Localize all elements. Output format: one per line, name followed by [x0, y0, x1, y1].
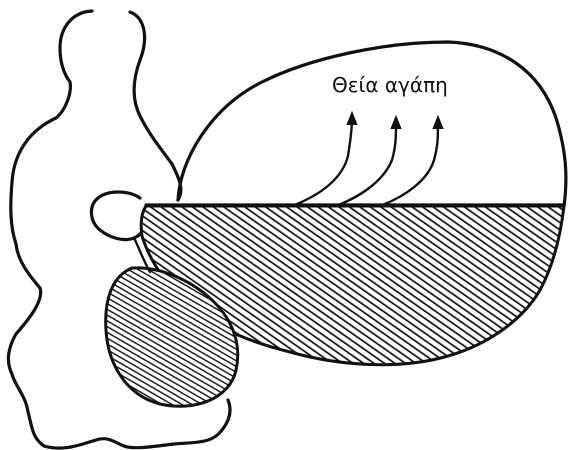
upward-arrow-right	[380, 122, 438, 206]
figure-shoulder-line	[130, 12, 181, 200]
divine-love-label: Θεία αγάπη	[332, 73, 448, 97]
heart-shape	[91, 192, 146, 240]
upward-arrow-left	[292, 118, 352, 206]
thought-bubble	[178, 42, 566, 206]
